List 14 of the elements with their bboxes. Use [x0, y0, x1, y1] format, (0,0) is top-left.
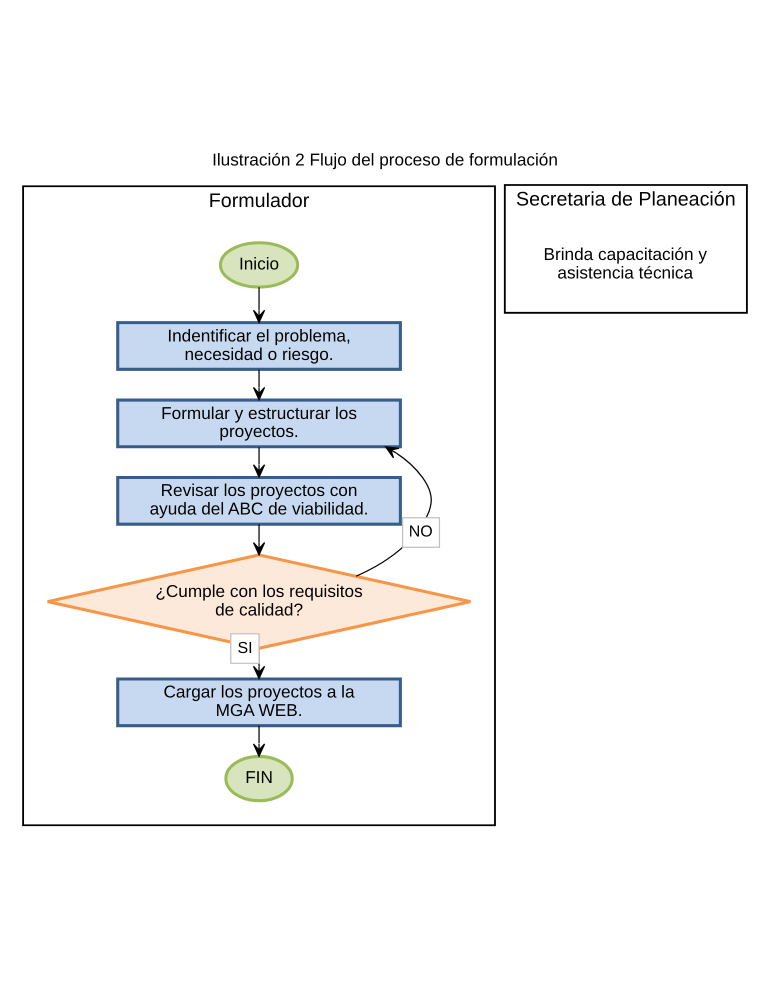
arrow	[252, 286, 266, 323]
node-box: Indentificar el problema, necesidad o riesgo.	[116, 320, 402, 370]
node-ellipse: FIN	[224, 754, 294, 802]
arrow	[252, 369, 266, 400]
arrow	[252, 725, 266, 756]
node-box: Revisar los proyectos con ayuda del ABC de viabilidad.	[116, 475, 402, 526]
edge-label: NO	[408, 523, 433, 540]
arrow	[252, 446, 266, 478]
node-text: Brinda capacitación y asistencia técnica	[544, 244, 707, 282]
node-box: Formular y estructurar los proyectos.	[116, 398, 402, 448]
arrow	[252, 524, 266, 555]
node-box: Cargar los proyectos a la MGA WEB.	[116, 676, 402, 727]
node-ellipse: Inicio	[218, 240, 300, 288]
diagram-title: Ilustración 2 Flujo del proceso de formulación	[212, 149, 558, 170]
